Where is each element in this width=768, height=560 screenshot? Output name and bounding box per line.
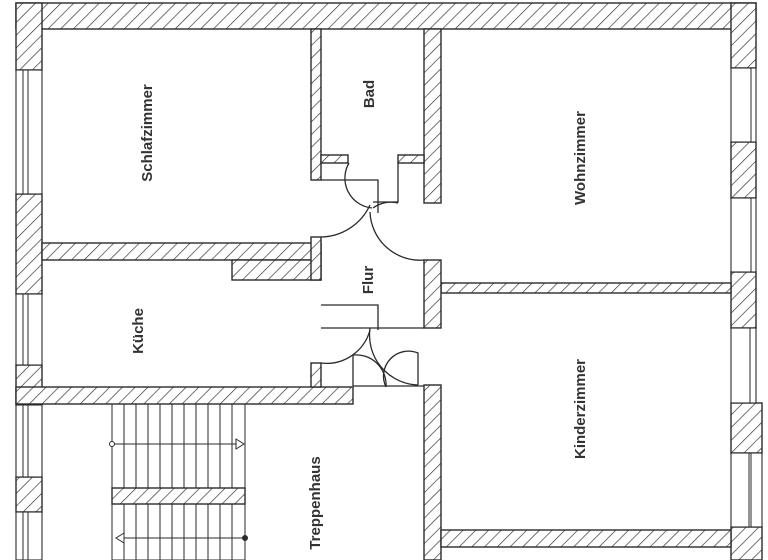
door-swing-schlafzimmer [320, 204, 371, 238]
door-swing-kueche [320, 329, 371, 364]
window [730, 327, 757, 404]
doors [320, 162, 425, 388]
wall-right-3 [730, 271, 757, 329]
door-swing-treppenhaus [352, 354, 387, 388]
label-schlafzimmer: Schlafzimmer [139, 84, 156, 182]
window [730, 67, 757, 143]
wall-schlafzimmer-kueche [41, 242, 322, 261]
arrow-left-icon [115, 532, 125, 544]
wall-wohnzimmer-kinderzimmer [440, 282, 732, 294]
label-bad: Bad [361, 80, 378, 108]
stair-flight-2 [115, 504, 248, 560]
wall-kinderzimmer-bottom [440, 529, 732, 548]
door-swing-bad [344, 162, 373, 209]
wall-right-2 [730, 141, 757, 199]
outer-walls [15, 2, 763, 560]
label-wohnzimmer: Wohnzimmer [572, 111, 589, 205]
wall-left-4 [15, 476, 43, 513]
wall-right-5 [730, 526, 763, 560]
window [15, 293, 43, 366]
label-treppenhaus: Treppenhaus [307, 456, 324, 549]
wall-top [15, 2, 757, 30]
wall-right-1 [730, 2, 757, 69]
label-flur: Flur [360, 266, 377, 294]
wall-schlafzimmer-bad [310, 28, 322, 181]
wall-bad-wohnzimmer [423, 28, 442, 204]
wall-left-1 [15, 2, 43, 71]
window [15, 69, 43, 195]
windows-right [730, 67, 763, 528]
window [15, 404, 43, 478]
door-swing-kinderzimmer [368, 327, 419, 386]
label-kinderzimmer: Kinderzimmer [572, 359, 589, 459]
wall-right-4 [730, 402, 763, 454]
interior-walls [15, 28, 732, 560]
windows-left [15, 69, 43, 560]
window [15, 511, 43, 560]
label-kueche: Küche [130, 308, 147, 354]
stair-flight-1 [109, 404, 245, 488]
stair-landing-wall [111, 487, 246, 505]
room-labels: Schlafzimmer Bad Wohnzimmer Flur Küche K… [130, 80, 589, 550]
window [730, 197, 757, 273]
wall-treppenhaus-kinderzimmer [423, 384, 442, 560]
wall-kueche-treppenhaus [15, 386, 354, 405]
window [730, 452, 763, 528]
stairs [109, 403, 248, 560]
wall-left-2 [15, 193, 43, 295]
arrow-right-icon [235, 438, 245, 450]
door-swing-wohnzimmer [369, 211, 425, 261]
